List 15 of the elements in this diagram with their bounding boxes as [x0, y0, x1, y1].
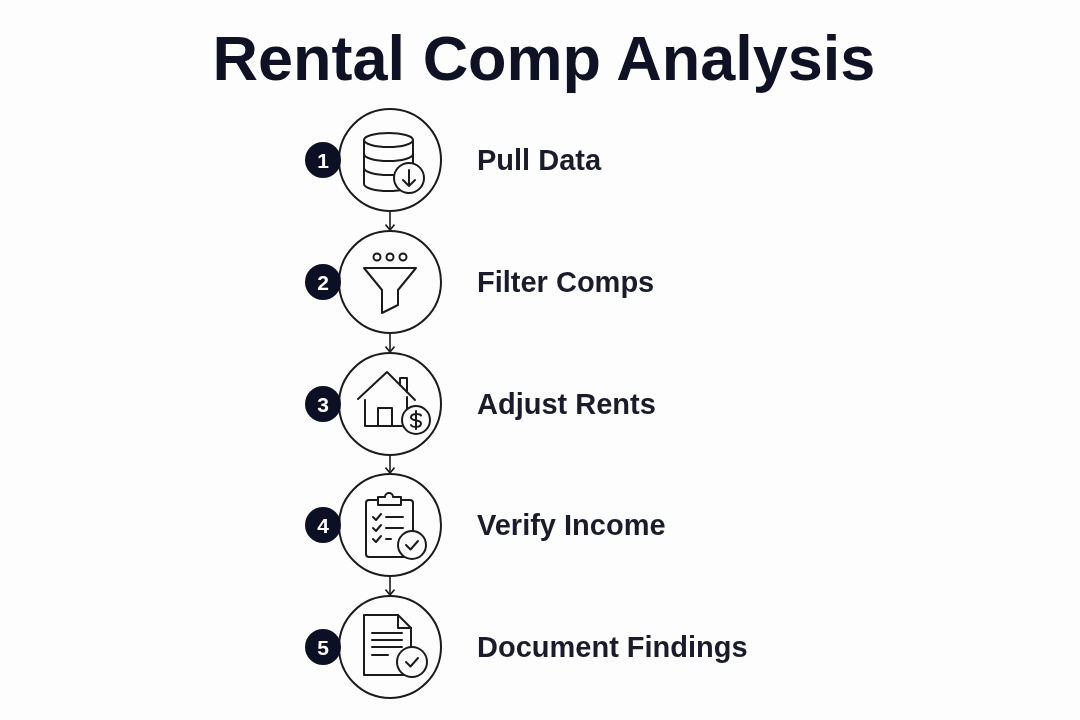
number-badge: 4: [305, 507, 341, 543]
arrow: [384, 211, 396, 231]
step-label: Adjust Rents: [477, 387, 656, 421]
step-label: Filter Comps: [477, 265, 655, 299]
arrow: [384, 576, 396, 596]
number-badge: 1: [305, 142, 341, 178]
number-badge: 3: [305, 386, 341, 422]
title: Rental Comp Analysis: [212, 22, 876, 94]
step-label: Verify Income: [477, 508, 666, 542]
number-badge: 5: [305, 629, 341, 665]
step-label: Document Findings: [477, 630, 748, 664]
arrow: [384, 455, 396, 474]
number-badge: 2: [305, 264, 341, 300]
step-label: Pull Data: [477, 143, 602, 177]
arrow: [384, 333, 396, 353]
